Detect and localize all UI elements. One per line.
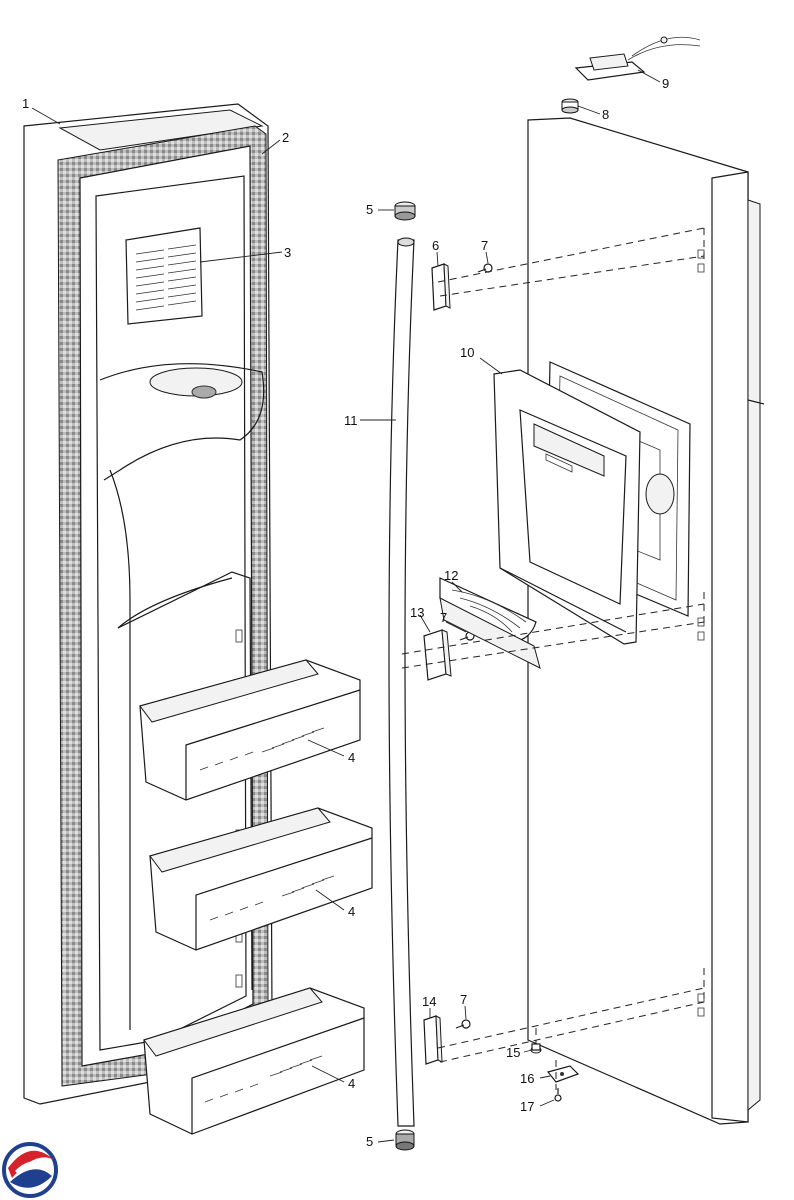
callout-9: 9 [662,76,669,91]
callout-7-center: 7 [440,610,447,625]
callout-16: 16 [520,1071,534,1086]
callout-4-lower-bin: 4 [348,1076,355,1091]
callout-13: 13 [410,605,424,620]
callout-17: 17 [520,1099,534,1114]
callout-7-upper: 7 [481,238,488,253]
handle-end-cap-top [394,201,416,221]
dispenser-duct-cover [125,227,203,325]
callouts: 1 2 3 4 4 4 5 5 6 7 7 7 8 9 10 11 12 13 … [22,76,669,1149]
callout-11: 11 [344,413,358,428]
hinge-bushing-top [561,98,579,114]
callout-8: 8 [602,107,609,122]
hinge-bracket-bottom [546,1065,580,1083]
assembly-guide-lines [401,227,705,1090]
inner-door-panel [23,103,273,1105]
callout-4-middle-bin: 4 [348,904,355,919]
dispenser-housing [493,369,641,645]
handle-mount-center [423,629,452,681]
callout-3: 3 [284,245,291,260]
screw-lower [455,1019,471,1029]
hinge-pin-bottom [530,1043,542,1054]
hinge-screw-bottom [554,1088,562,1102]
callout-5-top: 5 [366,202,373,217]
callout-1: 1 [22,96,29,111]
callout-4-upper-bin: 4 [348,750,355,765]
callout-10: 10 [460,345,474,360]
screw-upper [477,263,493,273]
hinge-wire-harness [574,36,701,81]
callout-2: 2 [282,130,289,145]
handle-mount-upper [431,263,451,311]
callout-5-bottom: 5 [366,1134,373,1149]
handle-mount-lower [423,1015,443,1065]
door-bin-middle [149,807,373,951]
outer-door-panel [527,117,765,1125]
door-bin-upper [139,659,361,801]
callout-12: 12 [444,568,458,583]
brand-logo [2,1142,58,1198]
callout-14: 14 [422,994,436,1009]
callout-6: 6 [432,238,439,253]
callout-7-lower: 7 [460,992,467,1007]
handle-end-cap-bottom [395,1129,415,1151]
callout-15: 15 [506,1045,520,1060]
door-handle [388,237,415,1127]
leader-lines [31,69,661,1143]
door-bin-lower [143,987,365,1135]
